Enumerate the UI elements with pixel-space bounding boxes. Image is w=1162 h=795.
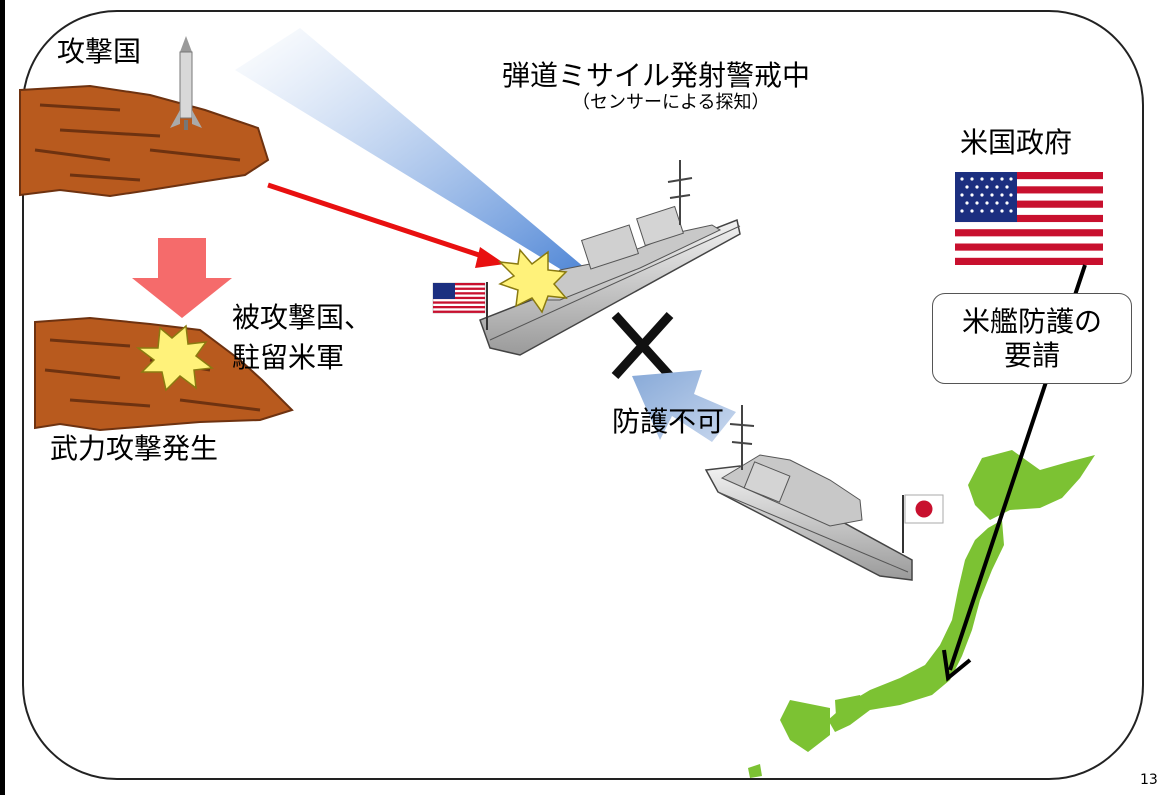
us-government-label: 米国政府 bbox=[960, 126, 1073, 159]
us-destroyer bbox=[479, 160, 741, 356]
request-label-line1: 米艦防護の bbox=[961, 304, 1102, 338]
request-label-line2: 要請 bbox=[1003, 338, 1060, 372]
armed-attack-label: 武力攻撃発生 bbox=[50, 432, 219, 465]
title-label: 弾道ミサイル発射警戒中 bbox=[502, 59, 811, 92]
attacker-terrain bbox=[19, 84, 270, 198]
subtitle-label: （センサーによる探知） bbox=[572, 92, 770, 113]
jp-destroyer bbox=[704, 405, 913, 581]
left-border-bar bbox=[0, 0, 5, 795]
page-number: 13 bbox=[1140, 772, 1158, 788]
us-flag-icon bbox=[432, 282, 488, 330]
sensor-beam bbox=[235, 28, 585, 275]
protect-arrow bbox=[632, 370, 736, 442]
missile-arrow bbox=[267, 182, 505, 268]
cross-mark-icon bbox=[611, 311, 674, 380]
victim-label-line2: 駐留米軍 bbox=[232, 341, 345, 374]
japan-flag-icon bbox=[902, 494, 944, 553]
request-callout: 米艦防護の 要請 bbox=[932, 293, 1132, 384]
explosion-icon bbox=[497, 248, 568, 314]
cannot-protect-label: 防護不可 bbox=[612, 405, 725, 438]
rounded-frame bbox=[22, 10, 1144, 780]
attacker-country-label: 攻撃国 bbox=[57, 35, 142, 68]
victim-label-line1: 被攻撃国、 bbox=[232, 301, 373, 334]
missile-icon bbox=[170, 36, 202, 130]
us-flag-icon bbox=[955, 172, 1103, 265]
japan-map bbox=[748, 450, 1095, 778]
down-arrow bbox=[132, 238, 232, 318]
explosion-icon bbox=[135, 324, 214, 392]
